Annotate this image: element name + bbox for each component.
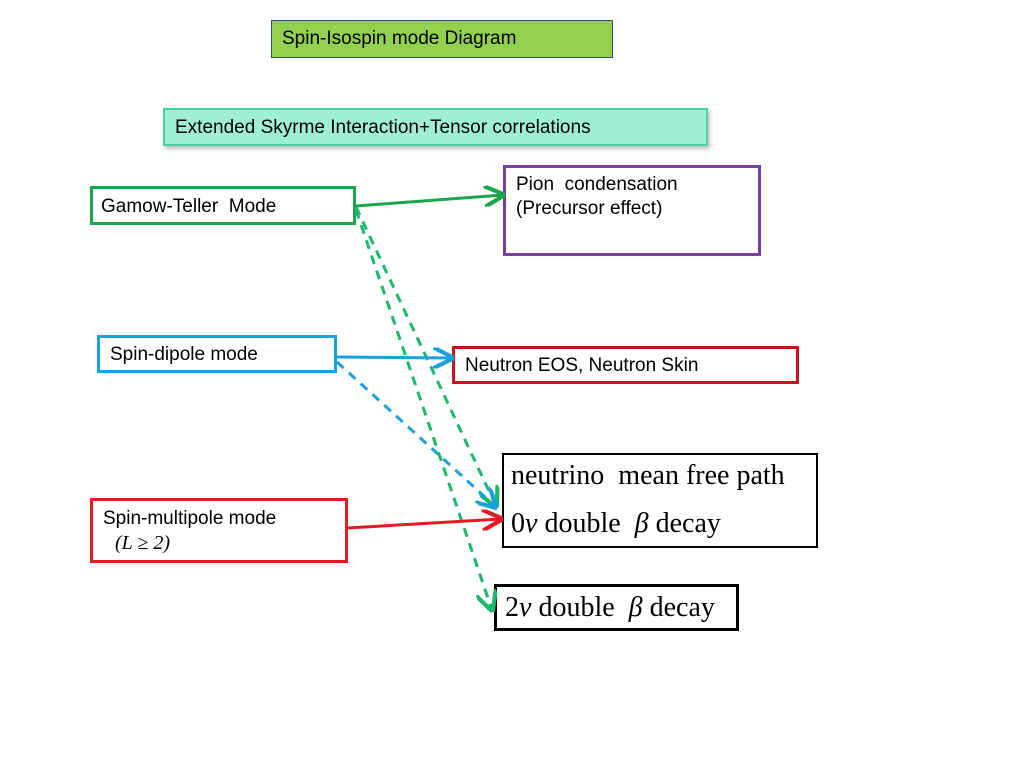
diagram-title: Spin-Isospin mode Diagram <box>271 20 613 58</box>
spin-multipole-mode-box: Spin-multipole mode (L ≥ 2) <box>90 498 348 563</box>
pion-condensation-label: Pion condensation <box>516 174 678 195</box>
nu-symbol: ν <box>525 508 538 539</box>
spin-dipole-mode-label: Spin-dipole mode <box>110 344 258 365</box>
spin-multipole-mode-label: Spin-multipole mode <box>103 508 277 529</box>
neutron-eos-label: Neutron EOS, Neutron Skin <box>465 355 699 376</box>
decay-text: decay <box>648 508 721 539</box>
zero-nu-number: 0 <box>511 508 525 539</box>
two-nu-double-beta-label: 2ν double β decay <box>505 592 715 623</box>
neutrino-mean-free-path-label: neutrino mean free path <box>511 460 785 491</box>
gamow-teller-mode-label: Gamow-Teller Mode <box>101 196 277 217</box>
arrow-gt-to-pion <box>355 195 503 208</box>
skyrme-interaction-text: Extended Skyrme Interaction+Tensor corre… <box>175 117 591 138</box>
neutrino-box: neutrino mean free path 0ν double β deca… <box>502 453 818 548</box>
two-nu-number: 2 <box>505 592 519 623</box>
beta-symbol: β <box>634 508 649 539</box>
diagram-title-text: Spin-Isospin mode Diagram <box>282 28 517 49</box>
arrow-sd-to-eos <box>336 357 452 358</box>
spin-multipole-condition: (L ≥ 2) <box>115 532 171 554</box>
arrow-sm-to-neutrino <box>347 519 501 528</box>
double-text: double <box>537 508 628 539</box>
arrow-gt-to-2nu-dashed <box>354 209 492 610</box>
spin-dipole-mode-box: Spin-dipole mode <box>97 335 337 373</box>
gamow-teller-mode-box: Gamow-Teller Mode <box>90 186 356 225</box>
beta-symbol: β <box>628 592 643 623</box>
pion-condensation-box: Pion condensation (Precursor effect) <box>503 165 761 256</box>
skyrme-interaction-box: Extended Skyrme Interaction+Tensor corre… <box>163 108 708 146</box>
double-text: double <box>531 592 622 623</box>
zero-nu-double-beta-label: 0ν double β decay <box>511 507 809 541</box>
two-nu-double-beta-box: 2ν double β decay <box>494 584 739 631</box>
arrow-sd-to-neutrino-dashed <box>335 360 496 507</box>
decay-text: decay <box>642 592 715 623</box>
precursor-effect-label: (Precursor effect) <box>516 198 663 219</box>
nu-symbol: ν <box>519 592 532 623</box>
